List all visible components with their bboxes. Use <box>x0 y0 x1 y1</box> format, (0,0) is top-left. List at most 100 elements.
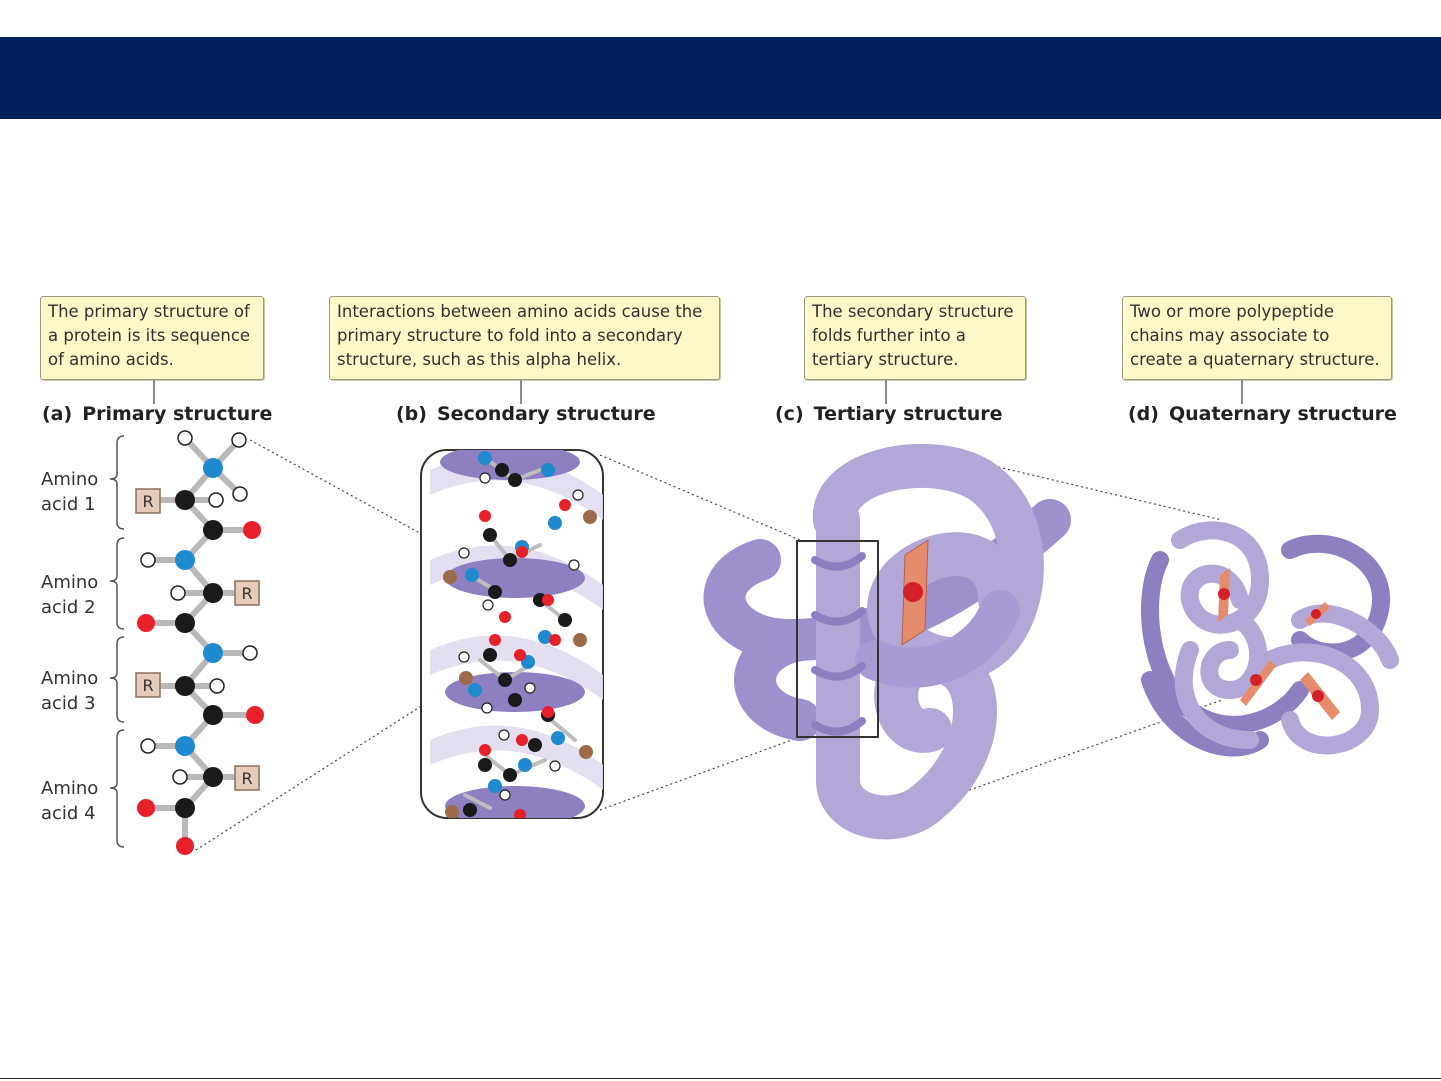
oxygen-atom <box>176 837 194 855</box>
callout-tail <box>885 380 887 404</box>
amino-acid-label-line: Amino <box>41 572 99 593</box>
carbon-atom <box>483 648 497 662</box>
nitrogen-atom <box>175 550 195 570</box>
callout-secondary-line-1: Interactions between amino acids cause t… <box>337 302 703 321</box>
callout-primary-line-3: of amino acids. <box>48 350 174 369</box>
oxygen-atom <box>516 734 528 746</box>
hydrogen-atom <box>209 678 225 694</box>
nitrogen-atom <box>468 683 482 697</box>
callout-tail <box>520 380 522 404</box>
hydrogen-atom <box>499 789 511 801</box>
carbon-atom <box>495 463 509 477</box>
carbon-atom <box>175 490 195 510</box>
carbon-atom <box>558 613 572 627</box>
tertiary-structure <box>703 443 1071 840</box>
amino-acid-label-line: acid 2 <box>41 597 96 618</box>
amino-acid-label-line: acid 3 <box>41 693 96 714</box>
carbon-atom <box>203 583 223 603</box>
nitrogen-atom <box>465 568 479 582</box>
carbon-atom <box>175 613 195 633</box>
side-chain-atom <box>579 745 593 759</box>
callout-quaternary-line-3: create a quaternary structure. <box>1130 350 1380 369</box>
heme-group-icon <box>1305 602 1330 626</box>
carbon-atom <box>528 738 542 752</box>
nitrogen-atom <box>538 630 552 644</box>
oxygen-atom <box>243 521 261 539</box>
oxygen-atom <box>549 634 561 646</box>
nitrogen-atom <box>175 736 195 756</box>
callout-secondary-line-2: primary structure to fold into a seconda… <box>337 326 683 345</box>
oxygen-atom <box>542 706 554 718</box>
primary-atoms <box>137 430 264 855</box>
callout-quaternary-line-1: Two or more polypeptide <box>1130 302 1334 321</box>
panel-title-text: Secondary structure <box>436 403 656 425</box>
hydrogen-atom <box>481 702 493 714</box>
amino-acid-label-3: Amino acid 3 <box>41 666 98 716</box>
hydrogen-atom <box>568 559 580 571</box>
nitrogen-atom <box>551 731 565 745</box>
callout-tertiary-line-1: The secondary structure <box>812 302 1014 321</box>
carbon-atom <box>203 705 223 725</box>
side-chain-atom <box>459 671 473 685</box>
callout-primary-line-2: a protein is its sequence <box>48 326 251 345</box>
amino-acid-label-line: Amino <box>41 778 99 799</box>
hydrogen-atom <box>458 547 470 559</box>
zoom-lines <box>195 439 1223 851</box>
hydrogen-atom <box>242 645 258 661</box>
carbon-atom <box>175 676 195 696</box>
amino-acid-label-line: Amino <box>41 469 99 490</box>
callout-secondary: Interactions between amino acids cause t… <box>329 296 720 404</box>
hydrogen-atom <box>498 729 510 741</box>
callout-primary-line-1: The primary structure of <box>48 302 250 321</box>
hydrogen-atom <box>458 651 470 663</box>
carbon-atom <box>508 693 522 707</box>
r-group-label: R <box>241 584 252 603</box>
hydrogen-atom <box>482 599 494 611</box>
quaternary-structure <box>1141 521 1399 757</box>
side-chain-atom <box>573 633 587 647</box>
carbon-atom <box>508 473 522 487</box>
panel-title-quaternary: (d)Quaternary structure <box>1128 403 1397 425</box>
amino-acid-label-line: acid 4 <box>41 803 96 824</box>
helix-turn <box>445 672 585 712</box>
nitrogen-atom <box>203 458 223 478</box>
panel-letter: (c) <box>775 403 804 425</box>
amino-acid-label-1: Amino acid 1 <box>41 467 98 517</box>
r-group-boxes: R R R R <box>135 488 260 791</box>
carbon-atom <box>463 803 477 817</box>
hydrogen-atom <box>172 769 188 785</box>
callout-tertiary: The secondary structure folds further in… <box>804 296 1026 404</box>
heme-group-icon <box>901 539 929 646</box>
carbon-atom <box>478 758 492 772</box>
heme-group-icon <box>1300 672 1340 720</box>
carbon-atom <box>483 528 497 542</box>
carbon-atom <box>203 520 223 540</box>
helix-turn <box>445 558 585 598</box>
nitrogen-atom <box>203 643 223 663</box>
callout-tail <box>153 380 155 404</box>
hydrogen-atom <box>208 492 224 508</box>
nitrogen-atom <box>548 516 562 530</box>
callout-quaternary: Two or more polypeptide chains may assoc… <box>1122 296 1392 404</box>
r-group-label: R <box>142 676 153 695</box>
callout-secondary-line-3: structure, such as this alpha helix. <box>337 350 622 369</box>
hydrogen-atom <box>170 585 186 601</box>
nitrogen-atom <box>488 779 502 793</box>
hydrogen-atom <box>232 486 248 502</box>
panel-letter: (d) <box>1128 403 1159 425</box>
hydrogen-atom <box>177 430 193 446</box>
hydrogen-atom <box>479 472 491 484</box>
oxygen-atom <box>489 634 501 646</box>
carbon-atom <box>503 553 517 567</box>
panel-title-tertiary: (c)Tertiary structure <box>775 403 1003 425</box>
amino-acid-label-2: Amino acid 2 <box>41 570 98 620</box>
side-chain-atom <box>443 570 457 584</box>
alpha-helix-panel <box>420 449 604 819</box>
amino-acid-label-4: Amino acid 4 <box>41 776 98 826</box>
r-group: R <box>135 488 161 514</box>
heme-groups <box>1218 568 1340 720</box>
side-chain-atom <box>445 805 459 818</box>
nitrogen-atom <box>478 451 492 465</box>
oxygen-atom <box>542 594 554 606</box>
oxygen-atom <box>246 706 264 724</box>
